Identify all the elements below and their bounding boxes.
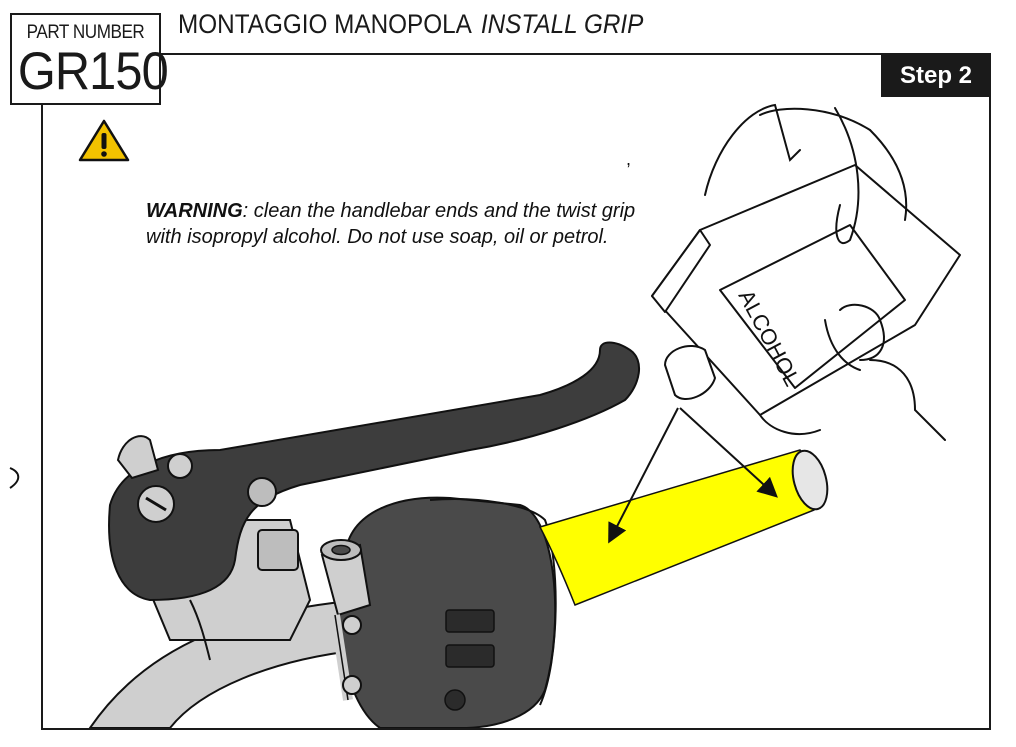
application-arrows [608,407,778,544]
step-badge: Step 2 [881,55,991,97]
stray-mark: , [626,149,631,169]
alcohol-bottle [651,164,961,416]
twist-grip [538,449,829,606]
warning-label: WARNING [146,200,243,222]
part-number-label: PART NUMBER [26,22,145,43]
brake-lever [108,341,641,602]
warning-triangle-icon [78,119,130,162]
warning-body: : clean the handlebar ends and the twist… [146,200,636,248]
throttle-housing [320,496,557,728]
hand-illustration [704,103,946,441]
part-number-box: PART NUMBER GR150 [10,13,169,105]
warning-text: WARNING: clean the handlebar ends and th… [146,198,666,250]
title-english: INSTALL GRIP [480,9,644,39]
title-italian: MONTAGGIO MANOPOLA [178,9,472,39]
part-number-value: GR150 [17,42,169,101]
margin-mark [9,467,20,489]
page-title: MONTAGGIO MANOPOLA INSTALL GRIP [178,9,643,40]
